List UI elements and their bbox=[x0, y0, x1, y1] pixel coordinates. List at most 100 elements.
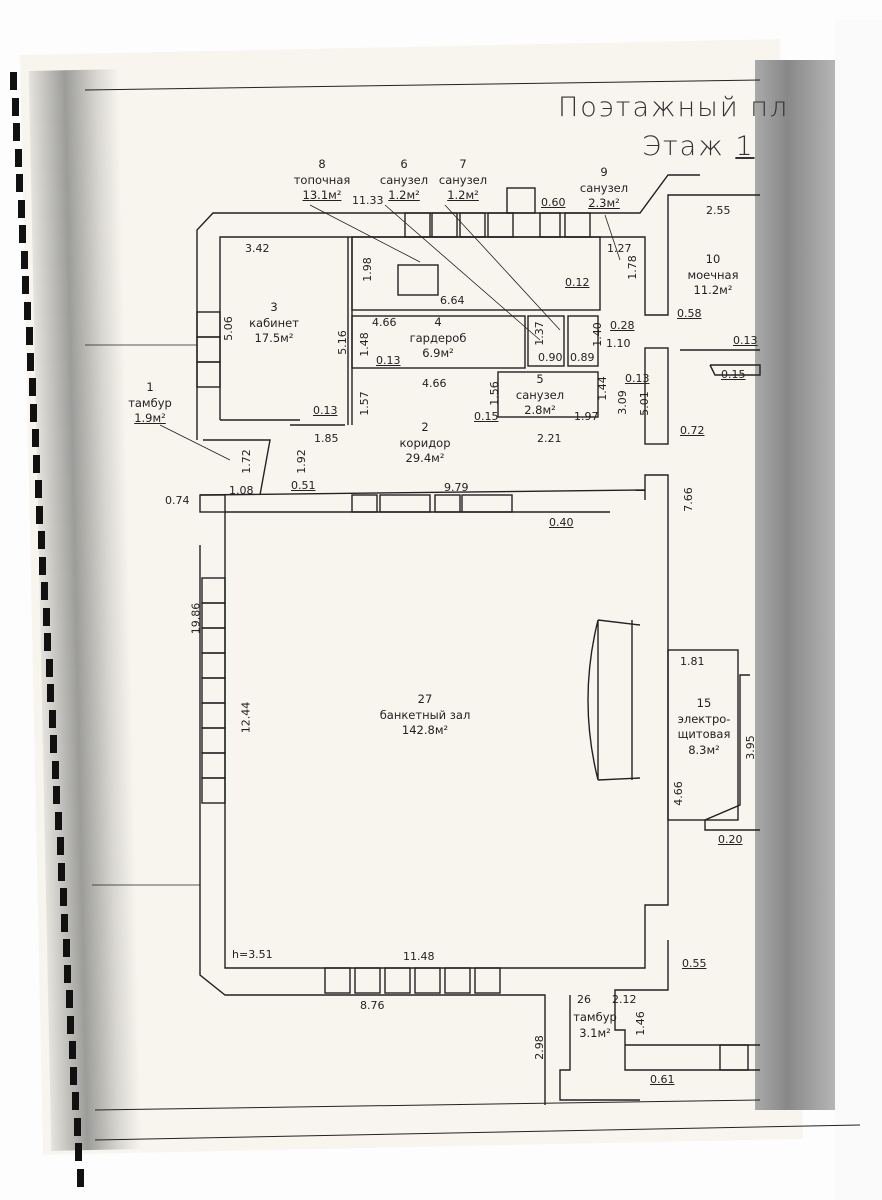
dimension-label: 1.81 bbox=[680, 655, 705, 668]
room-area: 1.2м² bbox=[388, 188, 420, 203]
dimension-label: 4.66 bbox=[671, 781, 685, 806]
dimension-label: 5.16 bbox=[335, 330, 349, 355]
binding-hole bbox=[68, 1041, 76, 1059]
window bbox=[201, 602, 226, 629]
dimension-label: 1.78 bbox=[625, 255, 639, 280]
dimension-label: 0.20 bbox=[718, 833, 743, 846]
binding-hole bbox=[54, 811, 62, 830]
dimension-label: 1.92 bbox=[294, 449, 308, 474]
room-area: 2.8м² bbox=[524, 403, 556, 418]
room-name: санузел bbox=[438, 172, 488, 187]
dimension-label: 11.48 bbox=[403, 950, 435, 963]
room-name: санузел bbox=[379, 172, 429, 187]
dimension-label: 6.64 bbox=[440, 294, 465, 307]
room-area: 1.9м² bbox=[134, 411, 166, 426]
dimension-label: 3.42 bbox=[245, 242, 270, 255]
room-name: банкетный зал bbox=[379, 707, 471, 722]
dimension-label: 7.66 bbox=[681, 487, 695, 512]
room-area: 11.2м² bbox=[693, 283, 733, 298]
binding-hole bbox=[65, 990, 73, 1008]
binding-hole bbox=[13, 123, 21, 141]
room-number: 7 bbox=[459, 157, 467, 171]
dimension-label: 1.85 bbox=[314, 432, 339, 445]
binding-hole bbox=[30, 403, 38, 422]
binding-hole bbox=[31, 429, 39, 447]
binding-hole bbox=[58, 862, 66, 881]
dimension-label: 0.12 bbox=[565, 276, 590, 289]
dimension-label: 3.95 bbox=[743, 735, 757, 760]
room-name: электро- bbox=[677, 711, 731, 726]
room-name: топочная bbox=[293, 172, 351, 187]
floor-number: 1 bbox=[735, 131, 755, 162]
dimension-label: 1.08 bbox=[229, 484, 254, 497]
room-name: моечная bbox=[687, 267, 739, 282]
room-area: 29.4м² bbox=[405, 451, 445, 466]
room-area: 3.1м² bbox=[579, 1025, 611, 1040]
dimension-label: 1.97 bbox=[574, 410, 599, 423]
dimension-label: 0.15 bbox=[474, 410, 499, 423]
binding-hole bbox=[76, 1168, 84, 1187]
dimension-label: 1.46 bbox=[633, 1011, 647, 1036]
room-area: 2.3м² bbox=[588, 196, 620, 211]
room-number: 9 bbox=[600, 165, 608, 179]
dimension-label: 0.13 bbox=[313, 404, 338, 417]
binding-hole bbox=[64, 964, 72, 983]
room-number: 3 bbox=[270, 300, 278, 314]
room-name: кабинет bbox=[249, 315, 299, 330]
window bbox=[201, 652, 226, 679]
binding-hole bbox=[20, 250, 28, 269]
binding-hole bbox=[36, 505, 44, 524]
binding-hole bbox=[19, 225, 27, 243]
dimension-label: 5.06 bbox=[221, 316, 235, 341]
room-area: 13.1м² bbox=[302, 188, 342, 203]
room-area: 6.9м² bbox=[422, 346, 454, 361]
binding-hole bbox=[62, 939, 70, 957]
dimension-label: 4.66 bbox=[422, 377, 447, 390]
dimension-label: 0.55 bbox=[682, 957, 707, 970]
binding-hole bbox=[44, 633, 52, 651]
dimension-label: 0.40 bbox=[549, 516, 574, 529]
dimension-label: 12.44 bbox=[239, 701, 253, 734]
dimension-label: 0.13 bbox=[733, 334, 758, 347]
dimension-label: 2.21 bbox=[537, 432, 562, 445]
binding-hole bbox=[28, 378, 36, 396]
room-area: 17.5м² bbox=[254, 331, 294, 346]
room-name-2: щитовая bbox=[677, 727, 731, 742]
binding-hole bbox=[41, 582, 48, 600]
room-number: 8 bbox=[318, 157, 326, 171]
binding-hole bbox=[45, 658, 53, 677]
binding-hole bbox=[50, 735, 58, 753]
dimension-label: 1.40 bbox=[590, 322, 604, 347]
dimension-label: 2.55 bbox=[706, 204, 731, 217]
dimension-label: 1.44 bbox=[595, 376, 609, 401]
room-number: 4 bbox=[434, 315, 442, 329]
dimension-label: 1.57 bbox=[357, 391, 371, 416]
binding-hole bbox=[47, 684, 55, 702]
binding-hole bbox=[37, 531, 45, 549]
dimension-label: 0.13 bbox=[376, 354, 401, 367]
room-number: 15 bbox=[696, 696, 712, 710]
binding-hole bbox=[48, 709, 56, 728]
window bbox=[201, 702, 226, 729]
dimension-label: 1.98 bbox=[360, 257, 374, 282]
dimension-label: 2.98 bbox=[532, 1035, 546, 1060]
room-area: 1.2м² bbox=[447, 188, 479, 203]
dimension-label: 1.48 bbox=[357, 332, 371, 357]
dimension-label: 0.61 bbox=[650, 1073, 675, 1086]
dimension-label: 0.89 bbox=[570, 351, 595, 364]
room-name: тамбур bbox=[573, 1010, 617, 1024]
binding-hole bbox=[51, 760, 59, 779]
room-name: гардероб bbox=[409, 330, 467, 345]
dimension-label: 11.33 bbox=[352, 194, 384, 207]
binding-hole bbox=[14, 148, 22, 167]
dimension-label: 19.86 bbox=[189, 602, 203, 635]
binding-hole bbox=[34, 480, 42, 498]
